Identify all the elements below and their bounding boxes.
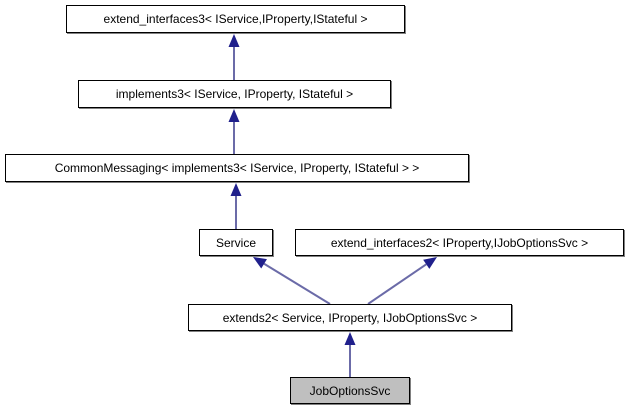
class-node-label: Service (215, 235, 256, 250)
arrow-shaft (367, 263, 427, 305)
inheritance-arrow-implements3-to-extend_interfaces3 (228, 34, 240, 80)
class-node-implements3[interactable]: implements3< IService, IProperty, IState… (78, 80, 391, 108)
class-node-label: JobOptionsSvc (309, 383, 391, 398)
arrow-shaft (263, 262, 331, 305)
class-node-service[interactable]: Service (199, 229, 273, 256)
class-node-label: extend_interfaces2< IProperty,IJobOption… (330, 235, 589, 250)
class-node-extends2[interactable]: extends2< Service, IProperty, IJobOption… (188, 304, 512, 331)
class-node-label: CommonMessaging< implements3< IService, … (54, 161, 420, 175)
arrow-head (423, 257, 437, 269)
inheritance-arrow-extends2-to-extend_interfaces2 (367, 257, 437, 305)
arrow-head (228, 34, 240, 47)
arrow-head (344, 332, 356, 345)
class-node-label: extend_interfaces3< IService,IProperty,I… (103, 12, 368, 26)
inheritance-arrow-service-to-common_messaging (230, 183, 242, 229)
class-node-extend_interfaces3[interactable]: extend_interfaces3< IService,IProperty,I… (66, 5, 405, 33)
arrow-head (228, 109, 240, 122)
inheritance-arrow-common_messaging-to-implements3 (228, 109, 240, 154)
inheritance-arrow-extends2-to-service (253, 257, 331, 305)
class-node-common_messaging[interactable]: CommonMessaging< implements3< IService, … (5, 154, 469, 182)
class-node-label: implements3< IService, IProperty, IState… (115, 87, 354, 101)
inheritance-arrow-job_options_svc-to-extends2 (344, 332, 356, 377)
class-node-label: extends2< Service, IProperty, IJobOption… (222, 310, 478, 325)
class-node-job_options_svc[interactable]: JobOptionsSvc (290, 377, 410, 404)
arrow-head (230, 183, 242, 196)
arrow-head (253, 257, 267, 269)
class-node-extend_interfaces2[interactable]: extend_interfaces2< IProperty,IJobOption… (295, 229, 624, 256)
